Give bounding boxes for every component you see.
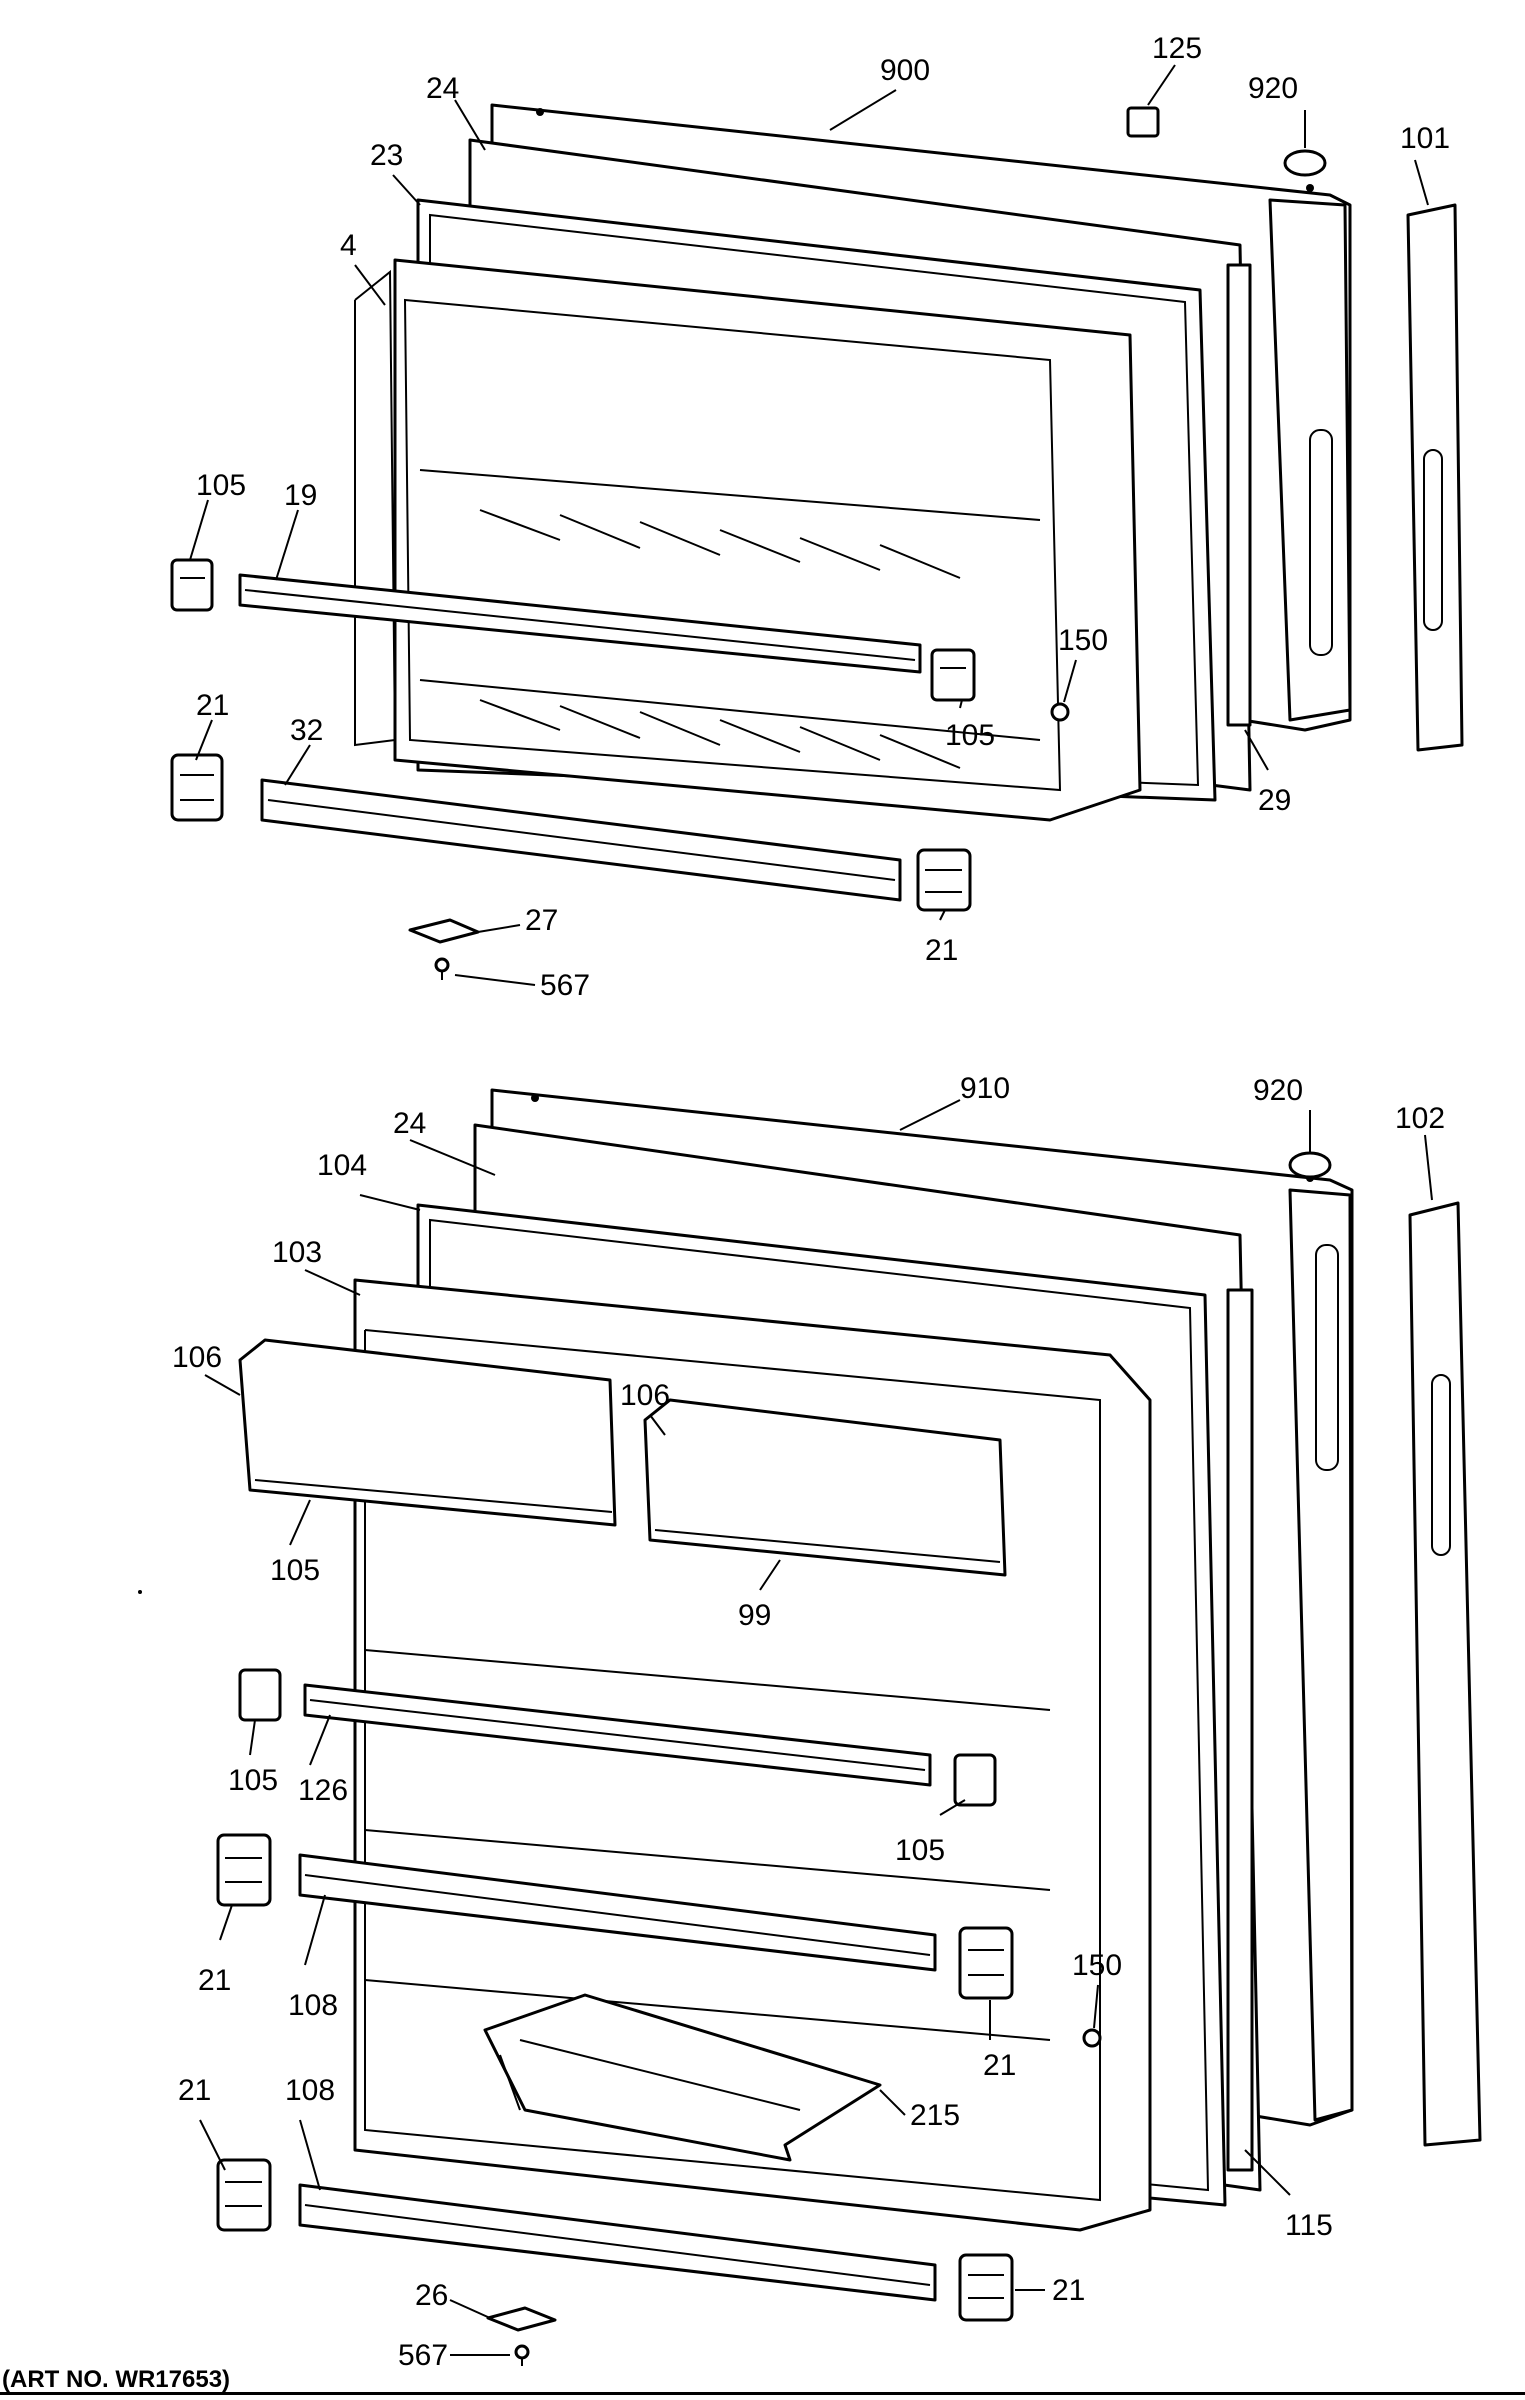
lower-door-assembly (216, 1088, 1482, 2366)
label-115: 115 (1285, 2209, 1333, 2242)
label-920-lower: 920 (1253, 1074, 1303, 1107)
label-101: 101 (1400, 122, 1450, 155)
upper-spacer-125 (1126, 106, 1160, 138)
lower-bracket-21-right-upper (958, 1926, 1014, 2000)
label-104: 104 (317, 1149, 367, 1182)
lower-screw-567 (514, 2344, 530, 2366)
upper-bracket-21-right (916, 848, 972, 912)
label-126: 126 (298, 1774, 348, 1807)
lower-stop-150 (1082, 2028, 1102, 2048)
label-567-upper: 567 (540, 969, 590, 1002)
label-26: 26 (415, 2279, 448, 2312)
upper-stop-150 (1050, 702, 1070, 722)
label-108-upper: 108 (288, 1989, 338, 2022)
upper-hinge-plate-27 (408, 918, 480, 944)
label-106-right: 106 (620, 1379, 670, 1412)
upper-shelf-bar-19 (238, 573, 922, 674)
label-105-upper-left: 105 (196, 469, 246, 502)
lower-support-105-left (238, 1668, 282, 1722)
label-567-lower: 567 (398, 2339, 448, 2372)
art-number-caption: (ART NO. WR17653) (2, 2366, 231, 2393)
label-21-lower-left-upper: 21 (198, 1964, 231, 1997)
label-105-dairy: 105 (270, 1554, 320, 1587)
label-4: 4 (340, 229, 357, 262)
label-99: 99 (738, 1599, 771, 1632)
label-21-upper-right: 21 (925, 934, 958, 967)
lower-dairy-door-right (643, 1398, 1007, 1577)
bottom-rule (0, 2392, 1525, 2395)
label-910: 910 (960, 1072, 1010, 1105)
label-19: 19 (284, 479, 317, 512)
upper-labels: 900 125 920 101 24 23 4 105 19 150 105 2… (189, 32, 1450, 1002)
lower-handle-trim-102 (1408, 1201, 1482, 2147)
label-103: 103 (272, 1236, 322, 1269)
label-150-upper: 150 (1058, 624, 1108, 657)
upper-screw-567 (434, 957, 450, 980)
upper-bracket-21-left (170, 753, 224, 822)
label-21-lower-right-lower: 21 (1052, 2274, 1085, 2307)
upper-door-assembly (170, 103, 1464, 980)
upper-trim-29 (1226, 263, 1252, 727)
lower-bottle-bin-215 (483, 1993, 882, 2162)
upper-support-105-left (170, 558, 214, 612)
label-105-lower-right: 105 (895, 1834, 945, 1867)
label-102: 102 (1395, 1102, 1445, 1135)
label-125: 125 (1152, 32, 1202, 65)
lower-trim-115 (1226, 1288, 1254, 2172)
upper-shelf-bar-32 (260, 778, 902, 902)
label-105-lower-left: 105 (228, 1764, 278, 1797)
lower-bracket-21-left-lower (216, 2158, 272, 2232)
label-108-lower: 108 (285, 2074, 335, 2107)
lower-bracket-21-right-lower (958, 2253, 1014, 2322)
label-32: 32 (290, 714, 323, 747)
label-105-upper-right: 105 (945, 719, 995, 752)
label-24-upper: 24 (426, 72, 459, 105)
upper-support-105-right (930, 648, 976, 702)
label-150-lower: 150 (1072, 1949, 1122, 1982)
lower-shelf-bar-108-upper (298, 1853, 937, 1972)
label-29: 29 (1258, 784, 1291, 817)
label-21-lower-right-upper: 21 (983, 2049, 1016, 2082)
lower-shelf-bar-126 (303, 1683, 932, 1787)
lower-dairy-door-left (238, 1338, 617, 1527)
label-23: 23 (370, 139, 403, 172)
label-215: 215 (910, 2099, 960, 2132)
label-27: 27 (525, 904, 558, 937)
upper-plug-920 (1283, 149, 1327, 177)
label-21-upper-left: 21 (196, 689, 229, 722)
upper-handle-trim-101 (1406, 203, 1464, 752)
label-106-left: 106 (172, 1341, 222, 1374)
upper-liner-ribs (479, 509, 961, 769)
lower-labels: 910 920 102 24 104 103 106 106 105 99 10… (172, 1072, 1445, 2372)
label-920-upper: 920 (1248, 72, 1298, 105)
lower-bracket-21-left-upper (216, 1833, 272, 1907)
upper-door-liner (354, 258, 1142, 822)
label-21-lower-left-lower: 21 (178, 2074, 211, 2107)
lower-support-105-right (953, 1753, 997, 1807)
lower-hinge-plate-26 (486, 2306, 557, 2332)
label-24-lower: 24 (393, 1107, 426, 1140)
lower-plug-920 (1288, 1151, 1332, 1179)
lower-shelf-bar-108-lower (298, 2183, 937, 2302)
label-900: 900 (880, 54, 930, 87)
